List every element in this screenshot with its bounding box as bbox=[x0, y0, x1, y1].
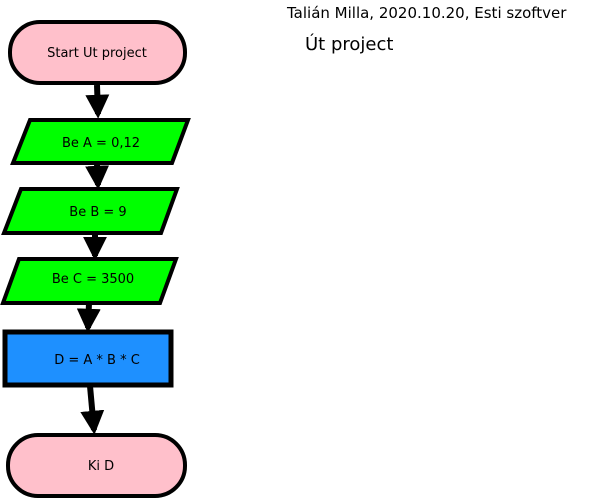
output-terminal-label: Ki D bbox=[88, 459, 114, 474]
input-a-parallelogram: Be A = 0,12 bbox=[10, 118, 191, 165]
flow-arrow-a-to-b bbox=[85, 163, 110, 190]
diagram-title: Út project bbox=[305, 34, 394, 55]
input-c-parallelogram: Be C = 3500 bbox=[0, 257, 179, 305]
author-date-line: Talián Milla, 2020.10.20, Esti szoftver bbox=[287, 4, 567, 22]
start-terminal-label: Start Ut project bbox=[47, 46, 147, 61]
input-a-label: Be A = 0,12 bbox=[62, 136, 140, 151]
input-b-parallelogram: Be B = 9 bbox=[1, 187, 180, 235]
flow-arrow-start-to-a bbox=[85, 84, 110, 119]
flow-arrow-d-to-output bbox=[80, 385, 105, 435]
flow-arrow-c-to-d bbox=[76, 302, 101, 333]
input-c-label: Be C = 3500 bbox=[52, 272, 134, 287]
input-b-label: Be B = 9 bbox=[69, 205, 126, 220]
output-terminal: Ki D bbox=[6, 433, 187, 498]
compute-d-process: D = A * B * C bbox=[2, 329, 174, 388]
start-terminal: Start Ut project bbox=[8, 20, 187, 85]
compute-d-label: D = A * B * C bbox=[54, 353, 140, 368]
